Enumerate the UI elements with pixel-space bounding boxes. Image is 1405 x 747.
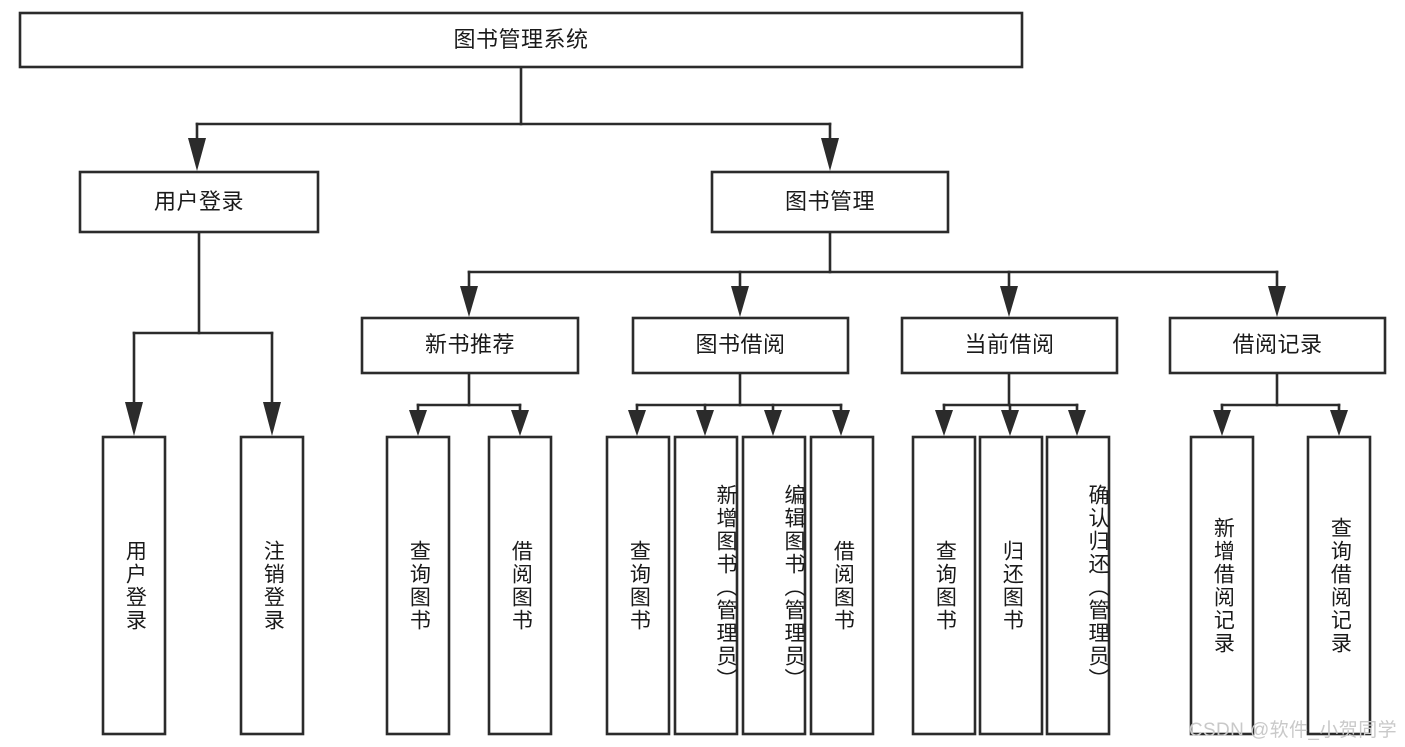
arrow-nb-leaf-1-icon bbox=[409, 410, 427, 436]
arrow-bm-to-current-borrow-icon bbox=[1000, 286, 1018, 317]
node-box-user-login[interactable] bbox=[78, 170, 320, 234]
arrow-bm-to-borrow-record-icon bbox=[1268, 286, 1286, 317]
arrow-nb-leaf-2-icon bbox=[511, 410, 529, 436]
node-box-leaf-query-book-1[interactable] bbox=[385, 435, 451, 736]
node-box-leaf-confirm-return[interactable] bbox=[1045, 435, 1111, 736]
arrow-bm-to-book-borrow-icon bbox=[731, 286, 749, 317]
arrow-ul-leaf-1-icon bbox=[125, 402, 143, 436]
node-box-leaf-add-book[interactable] bbox=[673, 435, 739, 736]
arrow-bb-leaf-2-icon bbox=[696, 410, 714, 436]
arrow-bm-to-new-book-icon bbox=[460, 286, 478, 317]
node-box-leaf-logout[interactable] bbox=[239, 435, 305, 736]
node-box-borrow-record[interactable] bbox=[1168, 316, 1387, 375]
connector-group-book-management bbox=[460, 230, 1286, 317]
node-box-new-book-recommend[interactable] bbox=[360, 316, 580, 375]
arrow-bb-leaf-3-icon bbox=[764, 410, 782, 436]
connector-group-book-borrow bbox=[628, 371, 850, 436]
node-box-root[interactable] bbox=[18, 11, 1024, 69]
node-box-leaf-edit-book[interactable] bbox=[741, 435, 807, 736]
arrow-br-leaf-1-icon bbox=[1213, 410, 1231, 436]
connector-group-current-borrow bbox=[935, 371, 1086, 436]
connector-group-root bbox=[188, 65, 839, 171]
arrow-ul-leaf-2-icon bbox=[263, 402, 281, 436]
node-box-leaf-query-book-3[interactable] bbox=[911, 435, 977, 736]
node-box-leaf-user-login[interactable] bbox=[101, 435, 167, 736]
arrow-cb-leaf-3-icon bbox=[1068, 410, 1086, 436]
arrow-br-leaf-2-icon bbox=[1330, 410, 1348, 436]
arrow-root-to-book-management-icon bbox=[821, 138, 839, 171]
node-box-leaf-borrow-book-1[interactable] bbox=[487, 435, 553, 736]
node-box-leaf-borrow-book-2[interactable] bbox=[809, 435, 875, 736]
node-box-leaf-add-record[interactable] bbox=[1189, 435, 1255, 736]
arrow-bb-leaf-4-icon bbox=[832, 410, 850, 436]
connector-group-new-book bbox=[409, 371, 529, 436]
node-box-current-borrow[interactable] bbox=[900, 316, 1119, 375]
arrow-cb-leaf-1-icon bbox=[935, 410, 953, 436]
arrow-cb-leaf-2-icon bbox=[1001, 410, 1019, 436]
arrow-root-to-user-login-icon bbox=[188, 138, 206, 171]
connector-group-user-login bbox=[125, 230, 281, 436]
node-box-book-borrow[interactable] bbox=[631, 316, 850, 375]
node-box-leaf-return-book[interactable] bbox=[978, 435, 1044, 736]
node-box-leaf-query-book-2[interactable] bbox=[605, 435, 671, 736]
arrow-bb-leaf-1-icon bbox=[628, 410, 646, 436]
node-box-book-management[interactable] bbox=[710, 170, 950, 234]
node-box-leaf-query-record[interactable] bbox=[1306, 435, 1372, 736]
connector-group-borrow-record bbox=[1213, 371, 1348, 436]
csdn-watermark: CSDN @软件_小贺同学 bbox=[1188, 720, 1397, 741]
